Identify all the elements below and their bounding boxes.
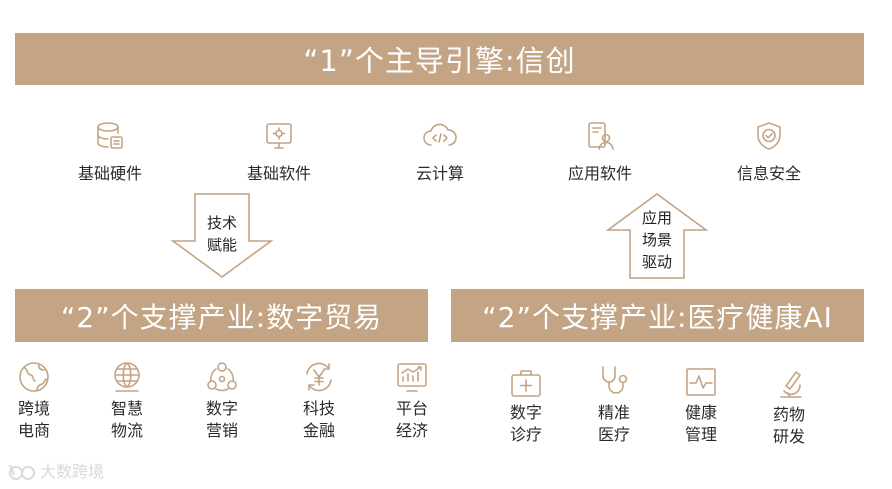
industry-cross-border-ecommerce: 跨境 电商: [2, 360, 66, 442]
pillar-label: 应用软件: [567, 164, 632, 183]
arrow-up-label: 应用 场景 驱动: [641, 209, 672, 271]
industry-digital-diagnosis: 数字 诊疗: [494, 368, 558, 446]
chart-board-icon: [397, 363, 427, 392]
logistics-globe-icon: [114, 362, 140, 392]
stethoscope-icon: [602, 366, 628, 394]
watermark: 大数跨境: [6, 458, 104, 482]
database-icon: [97, 122, 123, 149]
pillar-label: 基础硬件: [77, 164, 142, 183]
arrow-down-label: 技术 赋能: [206, 214, 237, 254]
industry-precision-medicine: 精准 医疗: [582, 364, 646, 446]
pillar-app: 应用软件: [545, 120, 655, 184]
pillar-label: 信息安全: [736, 164, 801, 183]
industry-label: 科技 金融: [302, 399, 335, 440]
industry-label: 药物 研发: [772, 405, 805, 446]
pillar-cloud: 云计算: [385, 120, 495, 184]
watermark-text: 大数跨境: [40, 462, 105, 481]
industry-label: 平台 经济: [395, 399, 428, 440]
cloud-code-icon: [423, 123, 457, 146]
industry-tech-finance: 科技 金融: [287, 360, 351, 442]
heartbeat-monitor-icon: [686, 368, 716, 396]
medical-kit-icon: [511, 370, 541, 397]
industry-smart-logistics: 智慧 物流: [95, 360, 159, 442]
industry-label: 数字 营销: [205, 399, 238, 440]
industry-label: 健康 管理: [684, 403, 717, 444]
arrow-up-icon: [605, 193, 709, 279]
industry-label: 精准 医疗: [597, 403, 630, 444]
pillar-hardware: 基础硬件: [55, 120, 165, 184]
right-banner: “2”个支撑产业:医疗健康AI: [451, 289, 864, 342]
pillar-label: 云计算: [415, 164, 464, 183]
top-banner: “1”个主导引擎:信创: [15, 33, 864, 85]
microscope-icon: [780, 371, 802, 398]
industry-platform-economy: 平台 经济: [380, 360, 444, 442]
industry-digital-marketing: 数字 营销: [190, 360, 254, 442]
pillar-security: 信息安全: [714, 120, 824, 184]
industry-label: 智慧 物流: [110, 399, 143, 440]
globe-icon: [19, 362, 49, 392]
arrow-down-icon: [170, 193, 274, 278]
yen-cycle-icon: [306, 362, 332, 392]
monitor-gear-icon: [266, 123, 292, 149]
industry-label: 数字 诊疗: [509, 403, 542, 444]
industry-health-management: 健康 管理: [669, 366, 733, 446]
watermark-logo-icon: [9, 464, 36, 480]
industry-drug-development: 药物 研发: [757, 366, 821, 448]
left-banner: “2”个支撑产业:数字贸易: [15, 289, 428, 342]
network-nodes-icon: [207, 362, 237, 392]
shield-check-icon: [757, 122, 781, 150]
app-user-icon: [588, 122, 614, 150]
industry-label: 跨境 电商: [17, 399, 50, 440]
pillar-label: 基础软件: [246, 164, 311, 183]
pillar-software: 基础软件: [224, 120, 334, 184]
